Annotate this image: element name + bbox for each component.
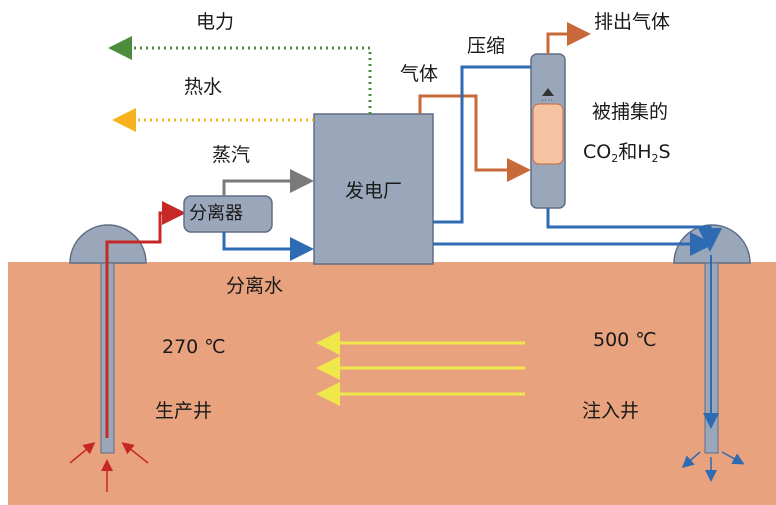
exhaust-pipe [546,22,591,54]
separator-box [183,195,273,233]
captured-label-line2: CO2和H2S [583,141,671,165]
production-well-label: 生产井 [155,400,213,422]
temp-right-label: 500 ℃ [593,329,657,351]
gas-label: 气体 [400,63,439,85]
power-label: 电力 [196,11,235,33]
spray-nozzle-icon [542,88,554,96]
compress-label: 压缩 [467,35,506,57]
temp-left-label: 270 ℃ [162,336,226,358]
inflow-arrow-right [121,442,149,464]
inflow-arrow-left [69,442,96,464]
power-plant-box [313,113,434,265]
outflow-arrow-right [721,451,745,465]
ground [8,262,776,505]
hot-water-label: 热水 [184,76,223,98]
gas-pipe [418,94,531,182]
injection-well-label: 注入井 [582,400,640,422]
exhaust-gas-label: 排出气体 [594,11,671,33]
steam-pipe [222,169,314,196]
separated-water-label: 分离水 [226,275,284,297]
outflow-arrow-left [681,451,701,468]
power-output-line [108,36,372,114]
power-plant-label: 发电厂 [345,180,403,202]
separator-label: 分离器 [189,203,243,224]
hot-fluid-arrow [105,201,186,438]
separated-water-pipe [222,232,314,261]
steam-label: 蒸汽 [212,144,251,166]
captured-label-line1: 被捕集的 [592,101,669,123]
captured-gas-zone [532,103,564,165]
